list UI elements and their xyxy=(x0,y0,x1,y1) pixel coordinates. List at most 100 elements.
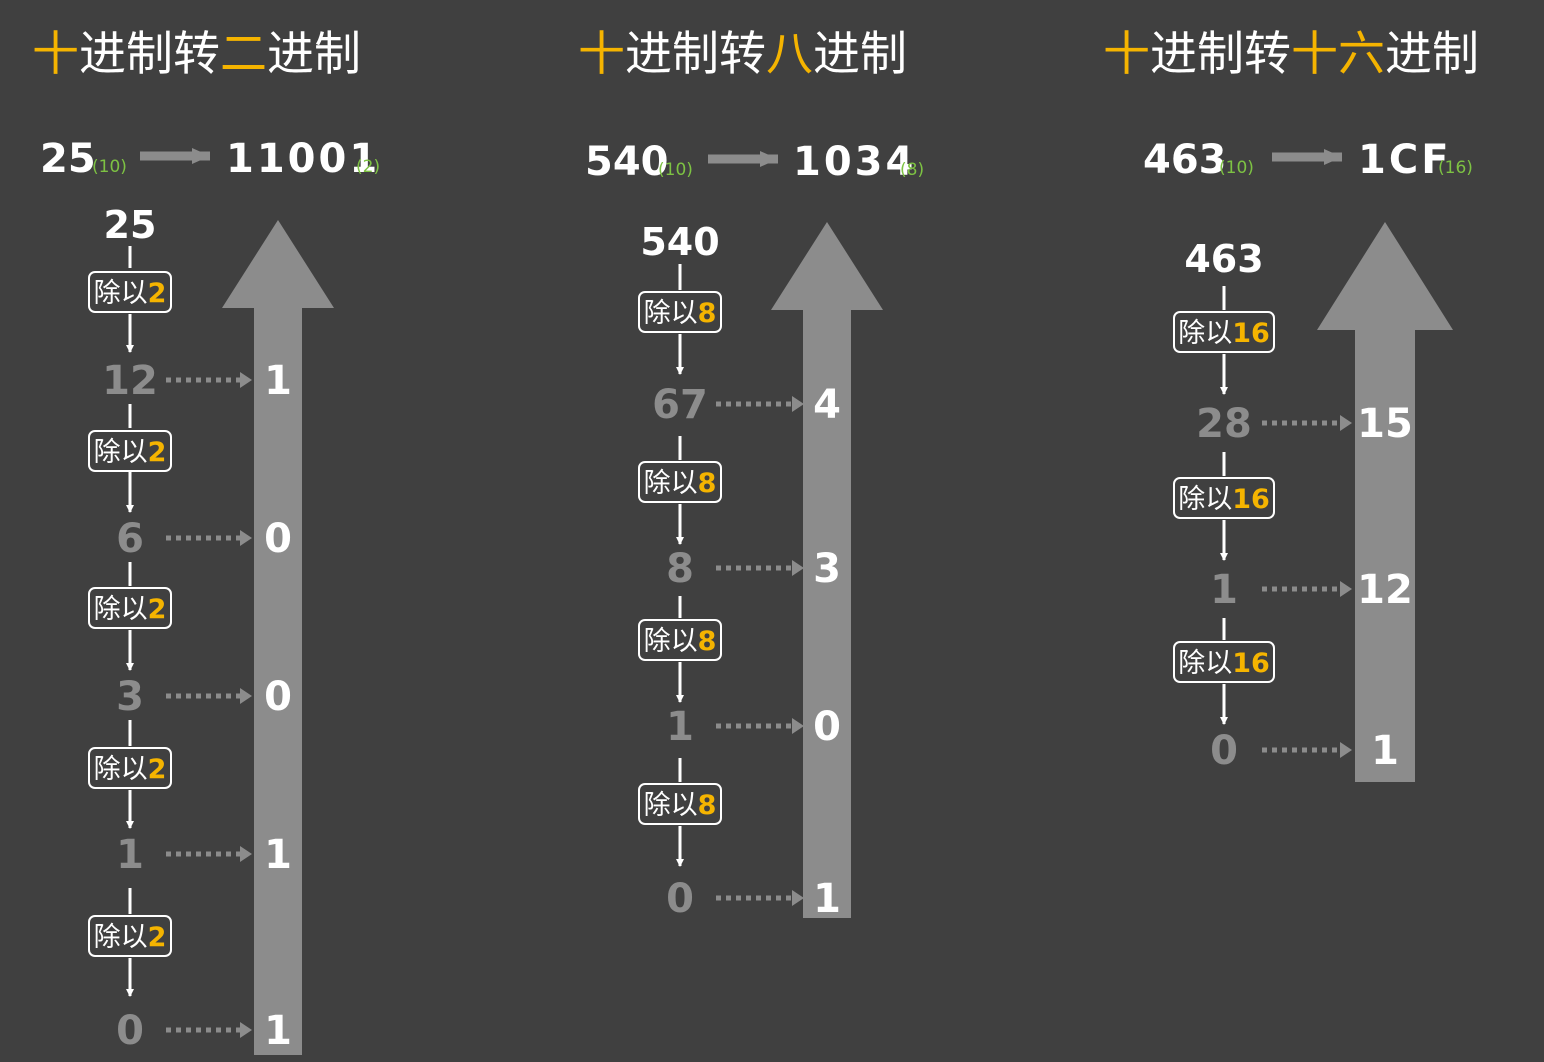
divide-box-text: 除以2 xyxy=(94,278,167,309)
quotient-value: 12 xyxy=(102,358,158,404)
remainder-arrow-head xyxy=(240,846,252,862)
result-number: 11001 xyxy=(226,136,380,182)
remainder-digit: 1 xyxy=(813,876,841,922)
remainder-digit: 1 xyxy=(1371,728,1399,774)
divide-box-border xyxy=(88,915,172,957)
title-highlight: 二 xyxy=(220,27,267,82)
divide-box: 除以16 xyxy=(1173,311,1275,353)
quotient-value: 6 xyxy=(116,516,144,562)
divide-box-text: 除以16 xyxy=(1178,484,1270,515)
divide-label: 除以 xyxy=(94,594,148,625)
remainder-arrow-head xyxy=(240,688,252,704)
quotient-value: 0 xyxy=(116,1008,144,1054)
title-suffix: 进制 xyxy=(813,27,907,82)
divide-box-border xyxy=(88,430,172,472)
remainder-digit: 0 xyxy=(813,704,841,750)
divisor-value: 8 xyxy=(698,626,717,657)
source-number: 463 xyxy=(1143,137,1227,183)
quotient-value: 0 xyxy=(666,876,694,922)
title-highlight: 十六 xyxy=(1291,27,1385,82)
divide-box: 除以2 xyxy=(88,430,172,472)
divide-box: 除以8 xyxy=(638,783,722,825)
divisor-value: 2 xyxy=(148,754,167,785)
result-base: (8) xyxy=(900,160,924,180)
divide-box-border xyxy=(638,619,722,661)
divisor-value: 2 xyxy=(148,437,167,468)
title-mid: 进制转 xyxy=(79,27,220,82)
quotient-value: 1 xyxy=(1210,567,1238,613)
panel-title: 十进制转二进制 xyxy=(32,27,361,82)
divide-box-text: 除以2 xyxy=(94,437,167,468)
divisor-value: 8 xyxy=(698,468,717,499)
divide-box-border xyxy=(638,291,722,333)
remainder-digit: 0 xyxy=(264,674,292,720)
divisor-value: 16 xyxy=(1232,318,1270,349)
divide-box-border xyxy=(1173,311,1275,353)
quotient-value: 1 xyxy=(116,832,144,878)
remainder-arrow-head xyxy=(792,396,804,412)
divide-box: 除以2 xyxy=(88,747,172,789)
title-prefix: 十 xyxy=(1103,27,1150,82)
source-base: (10) xyxy=(1219,158,1254,178)
divide-box-text: 除以2 xyxy=(94,754,167,785)
start-value: 463 xyxy=(1184,237,1263,281)
divide-box: 除以2 xyxy=(88,915,172,957)
divide-box: 除以16 xyxy=(1173,477,1275,519)
quotient-value: 28 xyxy=(1196,401,1252,447)
divide-box: 除以2 xyxy=(88,271,172,313)
title-prefix: 十 xyxy=(32,27,79,82)
divide-box-border xyxy=(638,783,722,825)
remainder-digit: 1 xyxy=(264,358,292,404)
divide-box-border xyxy=(1173,477,1275,519)
divide-label: 除以 xyxy=(94,922,148,953)
title-prefix: 十 xyxy=(578,27,625,82)
remainder-arrow-head xyxy=(1340,581,1352,597)
title-suffix: 进制 xyxy=(267,27,361,82)
divide-label: 除以 xyxy=(1178,318,1232,349)
start-value: 540 xyxy=(640,220,719,264)
divide-box-text: 除以16 xyxy=(1178,318,1270,349)
divide-box-border xyxy=(638,461,722,503)
remainder-arrow-head xyxy=(240,1022,252,1038)
result-base: (16) xyxy=(1438,158,1473,178)
divide-box-border xyxy=(88,271,172,313)
quotient-value: 8 xyxy=(666,546,694,592)
divide-box: 除以8 xyxy=(638,619,722,661)
divide-box-text: 除以8 xyxy=(644,626,717,657)
divide-box-text: 除以2 xyxy=(94,922,167,953)
divisor-value: 2 xyxy=(148,594,167,625)
panel-title: 十进制转十六进制 xyxy=(1103,27,1479,82)
divide-box: 除以16 xyxy=(1173,641,1275,683)
divide-box-border xyxy=(1173,641,1275,683)
remainder-arrow-head xyxy=(792,890,804,906)
remainder-digit: 15 xyxy=(1357,401,1413,447)
divide-label: 除以 xyxy=(1178,648,1232,679)
divide-label: 除以 xyxy=(644,790,698,821)
remainder-arrow-head xyxy=(1340,415,1352,431)
divide-box: 除以8 xyxy=(638,461,722,503)
divide-label: 除以 xyxy=(644,626,698,657)
title-mid: 进制转 xyxy=(1150,27,1291,82)
source-number: 540 xyxy=(585,139,669,185)
divide-box-text: 除以8 xyxy=(644,298,717,329)
source-number: 25 xyxy=(40,136,96,182)
title-highlight: 八 xyxy=(766,27,813,82)
source-base: (10) xyxy=(92,157,127,177)
divide-label: 除以 xyxy=(94,278,148,309)
divide-box-text: 除以16 xyxy=(1178,648,1270,679)
remainder-digit: 1 xyxy=(264,832,292,878)
quotient-value: 67 xyxy=(652,382,708,428)
start-value: 25 xyxy=(104,203,157,247)
divisor-value: 16 xyxy=(1232,648,1270,679)
title-suffix: 进制 xyxy=(1385,27,1479,82)
title-mid: 进制转 xyxy=(625,27,766,82)
read-up-arrow xyxy=(222,220,334,1055)
read-up-arrow xyxy=(771,222,883,918)
source-base: (10) xyxy=(658,160,693,180)
divide-label: 除以 xyxy=(94,437,148,468)
divide-box-text: 除以8 xyxy=(644,790,717,821)
divisor-value: 2 xyxy=(148,278,167,309)
